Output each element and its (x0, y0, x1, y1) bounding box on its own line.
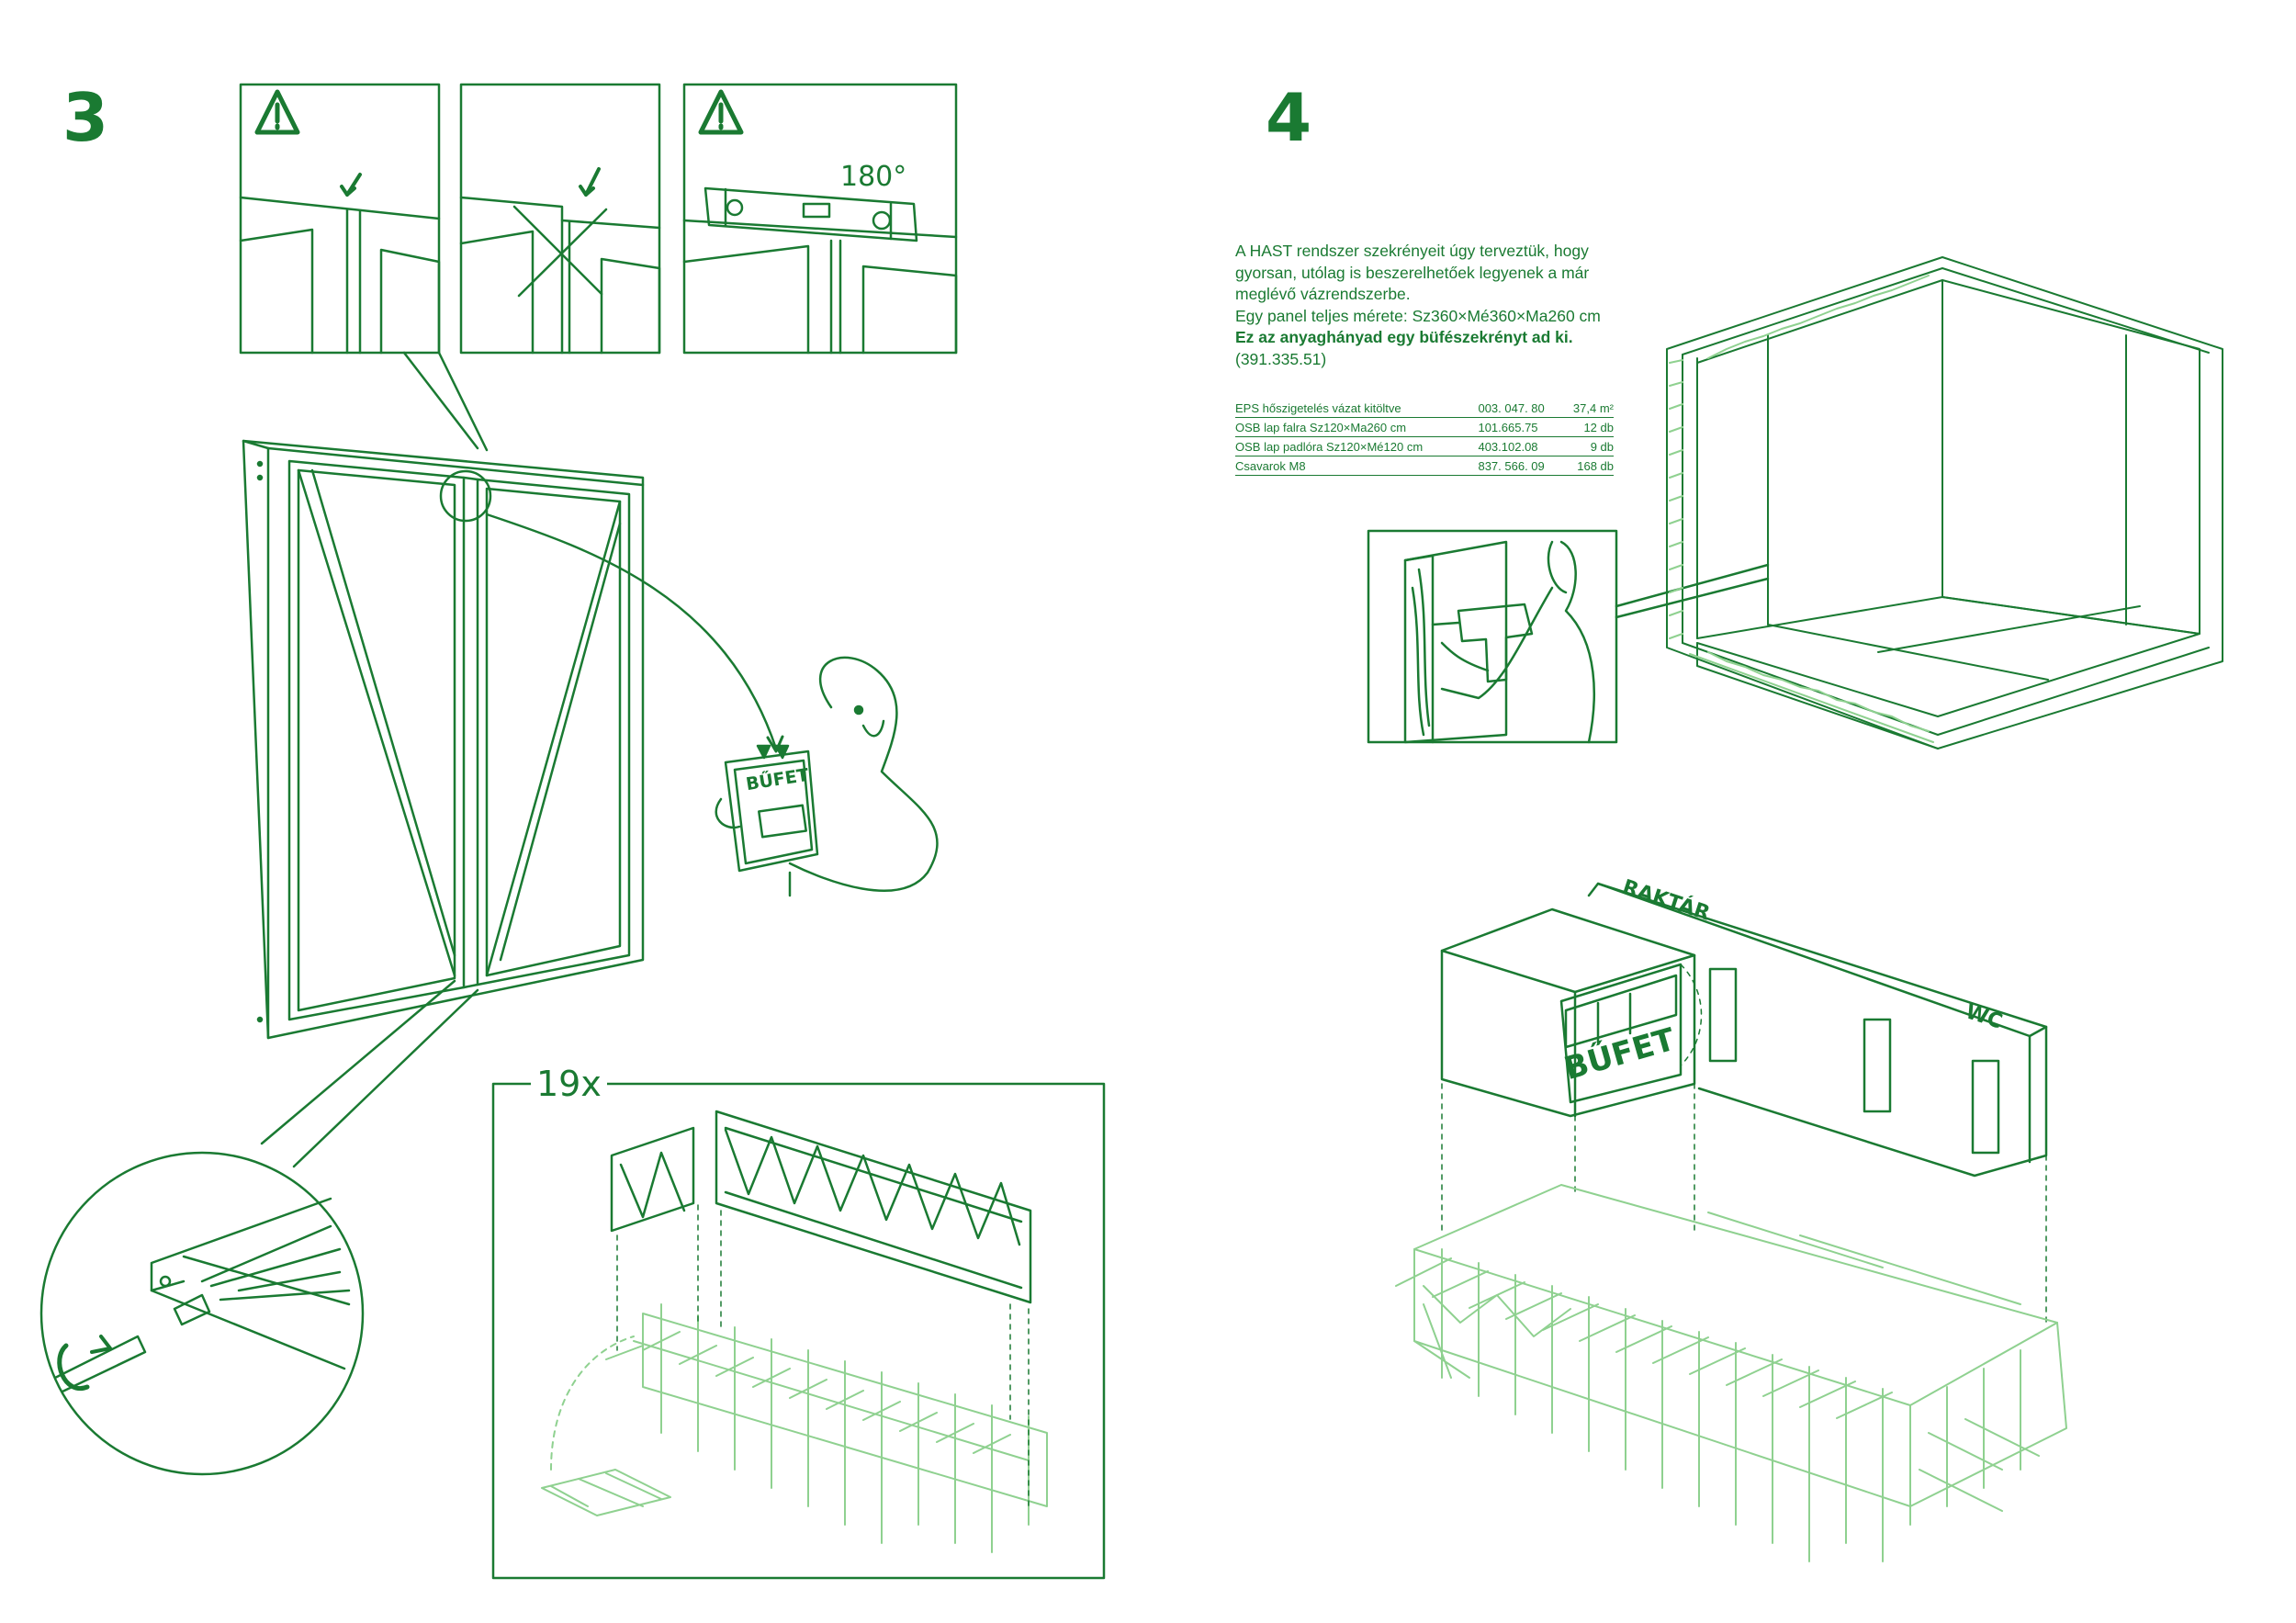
helper-character (715, 656, 939, 897)
truss-box (491, 1082, 1106, 1580)
rotation-label: 180° (840, 161, 907, 193)
intro-line: Egy panel teljes mérete: Sz360×Mé360×Ma2… (1235, 306, 1601, 325)
table-row: OSB lap padlóra Sz120×Mé120 cm 403.102.0… (1235, 436, 1614, 456)
intro-text: A HAST rendszer szekrényeit úgy terveztü… (1235, 241, 1667, 370)
screw-detail (39, 1151, 365, 1476)
table-row: EPS hőszigetelés vázat kitöltve 003. 047… (1235, 399, 1614, 418)
parts-table: EPS hőszigetelés vázat kitöltve 003. 047… (1235, 399, 1614, 476)
detail-panel-wrong (459, 83, 661, 355)
part-code: 837. 566. 09 (1469, 456, 1564, 476)
detail-panel-level (682, 83, 958, 355)
part-name: EPS hőszigetelés vázat kitöltve (1235, 399, 1469, 418)
truss-count-label: 19x (531, 1064, 607, 1104)
step-number-4: 4 (1266, 79, 1312, 156)
part-code: 403.102.08 (1469, 436, 1564, 456)
screwdriver-icon (57, 1335, 112, 1392)
part-name: OSB lap falra Sz120×Ma260 cm (1235, 417, 1469, 437)
wall-frame (242, 439, 645, 1040)
drill-inset (1367, 529, 1618, 744)
storage-wall (1587, 882, 2048, 1178)
table-row: OSB lap falra Sz120×Ma260 cm 101.665.75 … (1235, 417, 1614, 437)
intro-highlight: Ez az anyaghányad egy büfészekrényt ad k… (1235, 328, 1573, 346)
table-row: Csavarok M8 837. 566. 09 168 db (1235, 456, 1614, 476)
room-insulation (1669, 275, 1934, 743)
intro-line: gyorsan, utólag is beszerelhetőek legyen… (1235, 263, 1590, 282)
detail-panel-correct (239, 83, 441, 355)
truss-base (541, 1303, 1048, 1553)
truss-guides (616, 1204, 1030, 1507)
part-code: 101.665.75 (1469, 417, 1564, 437)
room-section (1666, 256, 2223, 750)
part-qty: 168 db (1563, 456, 1614, 476)
assembly-guides (1441, 964, 2047, 1324)
drill-icon (1431, 603, 1534, 683)
warning-triangle-icon (254, 89, 300, 135)
bufet-cabinet (1440, 907, 1696, 1118)
part-code: 003. 047. 80 (1469, 399, 1564, 418)
intro-line: meglévő vázrendszerbe. (1235, 285, 1411, 303)
intro-line: A HAST rendszer szekrényeit úgy terveztü… (1235, 242, 1589, 260)
warning-triangle-icon-2 (698, 89, 744, 135)
part-name: OSB lap padlóra Sz120×Mé120 cm (1235, 436, 1469, 456)
step-number-3: 3 (62, 79, 109, 156)
part-name: Csavarok M8 (1235, 456, 1469, 476)
building-frame (1395, 1184, 2067, 1562)
intro-code: (391.335.51) (1235, 349, 1327, 368)
part-qty: 37,4 m² (1563, 399, 1614, 418)
part-qty: 9 db (1563, 436, 1614, 456)
part-qty: 12 db (1563, 417, 1614, 437)
